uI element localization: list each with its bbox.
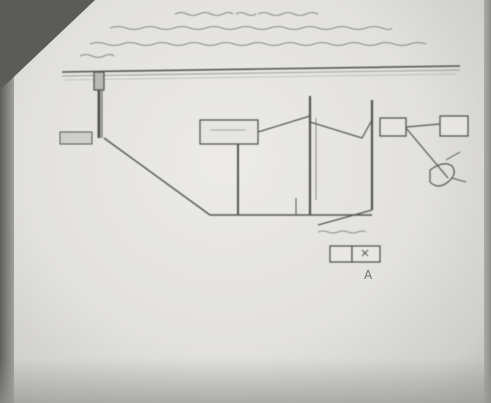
middle-poles <box>295 96 374 226</box>
header-scribbles <box>79 11 427 59</box>
folded-corner <box>0 0 95 90</box>
right-boxes <box>379 115 469 187</box>
caption-scribble <box>317 230 367 234</box>
top-line <box>61 65 461 81</box>
left-assembly <box>59 71 372 216</box>
center-box <box>199 115 311 215</box>
figure-label: A <box>364 268 373 282</box>
bottom-shadow <box>0 358 491 403</box>
legend-boxes <box>329 245 381 263</box>
